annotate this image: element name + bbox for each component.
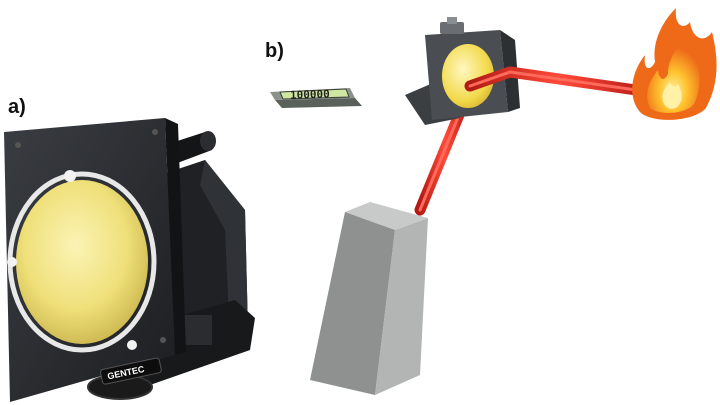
detector-photo: GENTEC bbox=[4, 118, 255, 402]
laser-beam-reflected-core bbox=[468, 70, 652, 94]
meter-reading: 100000 bbox=[290, 87, 330, 101]
meter-screen bbox=[279, 88, 350, 100]
panel-a-label: a) bbox=[8, 96, 26, 118]
meter-bottom-face bbox=[275, 98, 362, 108]
flame-inner bbox=[647, 40, 700, 113]
laser-top-face bbox=[345, 202, 428, 230]
ring-clip-left bbox=[7, 257, 17, 267]
sensor-window bbox=[16, 180, 148, 344]
front-plate-edge bbox=[165, 118, 186, 355]
flame-core bbox=[662, 82, 682, 109]
fire-icon bbox=[632, 8, 717, 120]
power-meter: 100000 bbox=[270, 87, 362, 108]
detector-rear-side bbox=[200, 160, 248, 340]
diagram-detector-knob-top bbox=[447, 17, 457, 24]
ring-clip-bottom bbox=[127, 340, 137, 350]
diagram-detector-knob bbox=[440, 22, 464, 34]
laser-source bbox=[310, 202, 428, 395]
laser-front-face bbox=[310, 212, 395, 395]
diagram-detector-window bbox=[442, 44, 494, 108]
screw-bottom-right bbox=[160, 337, 166, 343]
brand-badge-bg bbox=[100, 357, 162, 385]
handle-post-cap bbox=[200, 131, 216, 151]
screw-top-right bbox=[152, 129, 158, 135]
panel-b-label: b) bbox=[265, 40, 284, 62]
ring-clip-top bbox=[64, 170, 76, 182]
screw-top-left bbox=[15, 142, 21, 148]
laser-side-face bbox=[375, 218, 428, 395]
brand-badge: GENTEC bbox=[100, 357, 162, 385]
diagram-detector bbox=[405, 17, 520, 125]
